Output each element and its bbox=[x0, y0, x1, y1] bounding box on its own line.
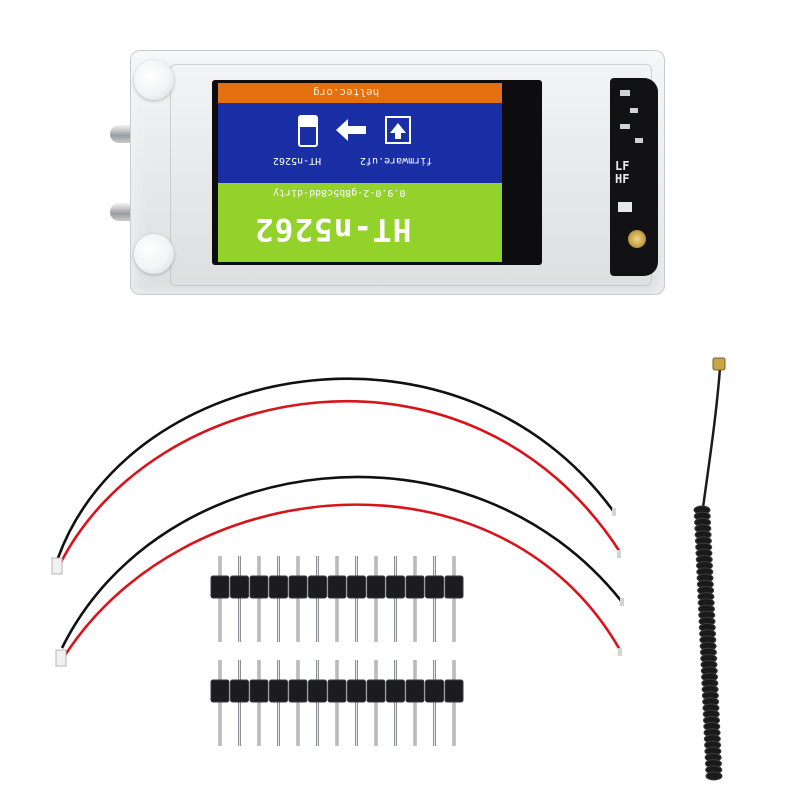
antenna-connector bbox=[712, 357, 726, 371]
smd-component bbox=[620, 90, 630, 96]
black-wire bbox=[56, 377, 616, 559]
antenna-cable bbox=[700, 367, 722, 516]
header-body-segment bbox=[288, 679, 308, 703]
ipex-connector bbox=[628, 230, 646, 248]
header-body-segment bbox=[288, 575, 308, 599]
header-pin-highlight bbox=[336, 660, 338, 746]
lf-label: LF bbox=[615, 159, 630, 173]
wire-plug bbox=[51, 557, 63, 575]
red-wire bbox=[60, 503, 622, 661]
header-pin-highlight bbox=[375, 556, 377, 642]
header-body-segment bbox=[210, 679, 230, 703]
header-pin-highlight bbox=[317, 556, 318, 642]
wire-tip bbox=[620, 598, 624, 606]
smd-component bbox=[630, 108, 638, 113]
header-pin-highlight bbox=[317, 660, 318, 746]
coil-turn bbox=[705, 771, 723, 781]
header-pin-highlight bbox=[375, 660, 377, 746]
device-board: heltec.org firmware.uf2 HT-n5262 0.9.0-2… bbox=[110, 50, 665, 295]
wire-tip bbox=[612, 508, 616, 516]
header-body-segment bbox=[269, 679, 288, 703]
header-pin-highlight bbox=[414, 660, 416, 746]
header-pin-highlight bbox=[453, 660, 455, 746]
lf-hf-label: LF HF bbox=[615, 160, 629, 186]
header-body-segment bbox=[230, 679, 249, 703]
header-body-segment bbox=[327, 679, 347, 703]
header-body-segment bbox=[210, 575, 230, 599]
hf-label: HF bbox=[615, 172, 630, 186]
header-body-segment bbox=[249, 679, 269, 703]
header-body-segment bbox=[308, 679, 327, 703]
header-body-segment bbox=[405, 679, 425, 703]
upload-icon bbox=[385, 116, 411, 144]
wire-tip bbox=[617, 550, 621, 558]
wire-plug bbox=[55, 649, 67, 667]
header-body-segment bbox=[425, 575, 444, 599]
header-pin-highlight bbox=[434, 556, 435, 642]
header-body-segment bbox=[269, 575, 288, 599]
antenna-coil bbox=[693, 505, 723, 781]
arrow-left-icon bbox=[336, 119, 366, 141]
smd-component bbox=[618, 202, 632, 212]
usb-drive-icon bbox=[298, 115, 318, 147]
header-pin-highlight bbox=[336, 556, 338, 642]
smd-component bbox=[620, 124, 630, 129]
header-body-segment bbox=[347, 575, 366, 599]
header-pin-highlight bbox=[239, 660, 240, 746]
screen-title-area bbox=[218, 183, 502, 262]
header-body-segment bbox=[386, 679, 405, 703]
header-body-segment bbox=[230, 575, 249, 599]
header-body-segment bbox=[405, 575, 425, 599]
case-stud bbox=[134, 234, 174, 274]
header-body-segment bbox=[444, 679, 464, 703]
header-pin-highlight bbox=[453, 556, 455, 642]
wire-tip bbox=[618, 648, 622, 656]
header-pin-highlight bbox=[258, 660, 260, 746]
case-stud bbox=[134, 60, 174, 100]
header-pin-highlight bbox=[239, 556, 240, 642]
smd-component bbox=[635, 138, 643, 143]
header-pin-highlight bbox=[434, 660, 435, 746]
header-body-segment bbox=[366, 575, 386, 599]
header-body-segment bbox=[366, 679, 386, 703]
header-pin-highlight bbox=[278, 660, 279, 746]
screen-info-area bbox=[218, 103, 502, 183]
header-body-segment bbox=[386, 575, 405, 599]
red-wire bbox=[56, 399, 622, 569]
header-body-segment bbox=[249, 575, 269, 599]
header-pin-highlight bbox=[356, 660, 357, 746]
header-pin-highlight bbox=[395, 660, 396, 746]
header-pin-highlight bbox=[297, 660, 299, 746]
header-body-segment bbox=[327, 575, 347, 599]
pin-header bbox=[210, 660, 464, 746]
header-pin-highlight bbox=[278, 556, 279, 642]
black-wire bbox=[60, 475, 624, 649]
header-pin-highlight bbox=[414, 556, 416, 642]
header-pin-highlight bbox=[219, 660, 221, 746]
header-body-segment bbox=[425, 679, 444, 703]
header-body-segment bbox=[308, 575, 327, 599]
header-body-segment bbox=[444, 575, 464, 599]
header-pin-highlight bbox=[297, 556, 299, 642]
header-body-segment bbox=[347, 679, 366, 703]
header-pin-highlight bbox=[219, 556, 221, 642]
header-pin-highlight bbox=[258, 556, 260, 642]
header-pin-highlight bbox=[356, 556, 357, 642]
header-pin-highlight bbox=[395, 556, 396, 642]
pin-header bbox=[210, 556, 464, 642]
lcd-screen: heltec.org firmware.uf2 HT-n5262 0.9.0-2… bbox=[218, 83, 502, 262]
screen-header-bar bbox=[218, 83, 502, 103]
